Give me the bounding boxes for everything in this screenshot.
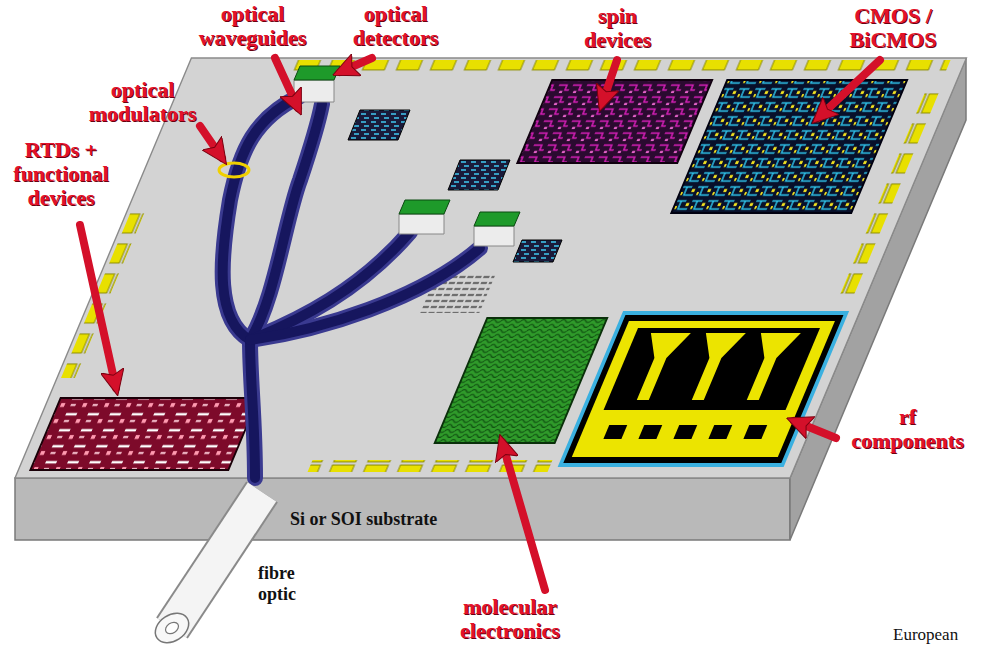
modulator-ring [219,163,249,177]
waveguides [223,96,480,478]
component-label: molecular electronics [440,595,580,643]
circuit-patch [448,160,510,190]
component-label: optical detectors [338,2,453,50]
source-note: European [893,625,958,645]
fibre-cable [150,492,262,649]
component-label: RTDs + functional devices [2,138,120,210]
component-label: optical modulators [80,78,205,126]
pointer-arrows [80,58,880,590]
bond-pads [308,460,553,472]
rf-block [560,313,846,465]
spin-block [517,80,712,163]
fibre-label: fibre optic [258,563,318,605]
substrate-front [15,478,790,540]
substrate-top [15,58,966,478]
circuit-patch [513,240,562,262]
component-label: optical waveguides [190,2,315,50]
optical-detector [399,200,450,234]
substrate-label: Si or SOI substrate [290,509,437,530]
component-label: CMOS / BiCMOS [838,4,948,52]
circuit-patch [348,110,410,140]
component-label: rf components [840,405,975,453]
optical-detector [294,66,340,102]
rtd-block [30,398,258,470]
component-label: spin devices [570,4,665,52]
bond-pads [61,208,146,378]
optical-detector [474,212,520,246]
cmos-block [671,80,907,213]
